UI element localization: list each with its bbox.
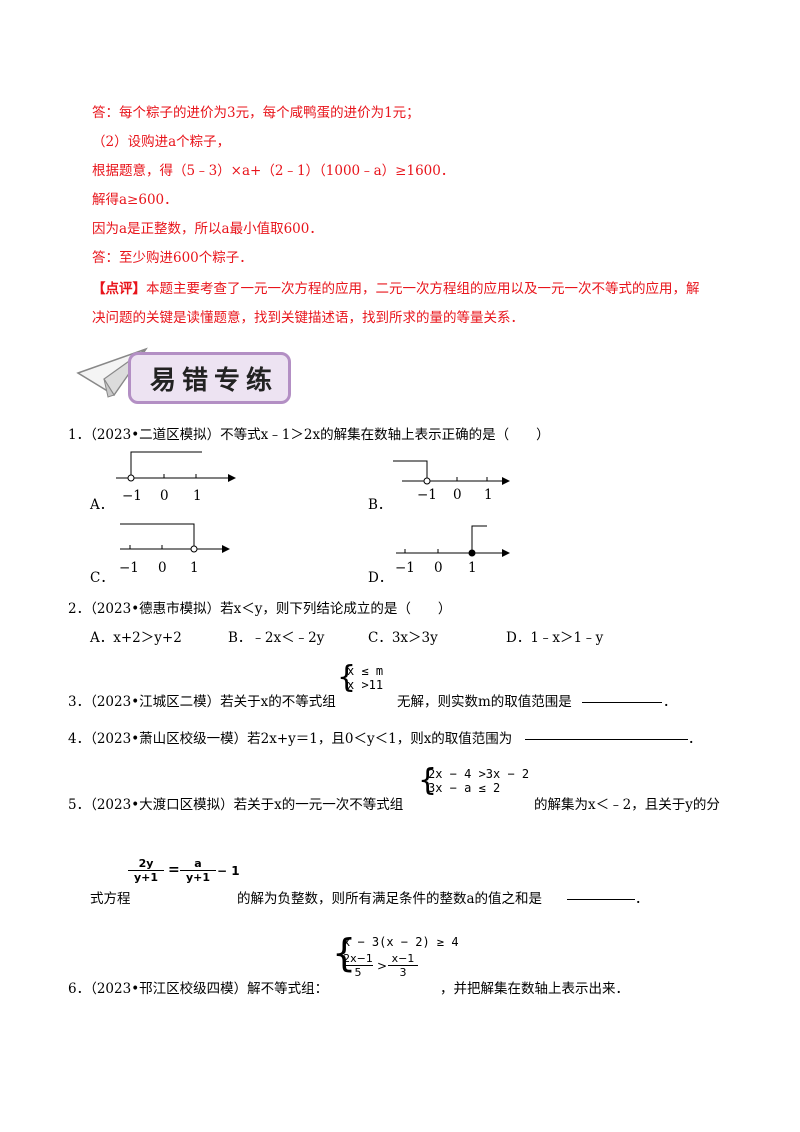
q2-optD: D．1﹣x＞1﹣y bbox=[506, 630, 604, 646]
q2-stem: 2．（2023•德惠市模拟）若x＜y，则下列结论成立的是（ ） bbox=[68, 601, 452, 617]
q2-optB: B．﹣2x＜﹣2y bbox=[228, 630, 325, 646]
q1-optC-numberline bbox=[120, 523, 230, 553]
q3-prefix: 3．（2023•江城区二模）若关于x的不等式组 bbox=[68, 694, 336, 710]
q5-line2-suffix: 的解为负整数，则所有满足条件的整数a的值之和是 bbox=[237, 891, 543, 907]
q1-optA-tick-1: 1 bbox=[193, 488, 202, 504]
q6-fraction-b: x−1 3 bbox=[388, 952, 418, 979]
q6-fraca-num: 2x−1 bbox=[343, 952, 373, 965]
q1-optB-tick-m1: −1 bbox=[417, 487, 437, 503]
q5-fraction-1: 2y y+1 bbox=[128, 857, 164, 884]
solution-line-1: 答：每个粽子的进价为3元，每个咸鸭蛋的进价为1元； bbox=[92, 105, 420, 121]
q1-optD-tick-m1: −1 bbox=[395, 560, 415, 576]
comment-text-1: 本题主要考查了一元一次方程的应用，二元一次方程组的应用以及一元一次不等式的应用，… bbox=[146, 281, 700, 297]
q5-minus-one: − 1 bbox=[217, 864, 240, 878]
q1-stem: 1．（2023•二道区模拟）不等式x﹣1＞2x的解集在数轴上表示正确的是（ ） bbox=[68, 427, 550, 443]
q2-optC: C．3x＞3y bbox=[368, 630, 438, 646]
q6-fraca-den: 5 bbox=[343, 965, 373, 979]
q2-optA: A．x+2＞y+2 bbox=[90, 630, 182, 646]
q6-fracb-num: x−1 bbox=[391, 952, 415, 965]
q1-optA-tick-m1: −1 bbox=[122, 488, 142, 504]
q5-brace: { bbox=[418, 763, 438, 798]
q1-optD-numberline bbox=[396, 525, 510, 557]
q3-end: ． bbox=[663, 694, 677, 710]
q3-answer-blank[interactable] bbox=[582, 690, 662, 703]
banner-title: 易错专练 bbox=[150, 366, 279, 396]
q1-optD-tick-1: 1 bbox=[468, 560, 477, 576]
q5-system: 2x − 4 >3x − 2 3x − a ≤ 2 bbox=[428, 767, 529, 795]
q5-suffix: 的解集为x＜﹣2，且关于y的分 bbox=[534, 797, 720, 813]
q1-optD-label: D． bbox=[368, 570, 393, 586]
q6-fracb-den: 3 bbox=[388, 965, 418, 979]
q3-brace: { bbox=[337, 660, 357, 695]
q5-sys-line-1: 2x − 4 >3x − 2 bbox=[428, 767, 530, 781]
q5-sys-line-2: 3x − a ≤ 2 bbox=[428, 781, 501, 795]
q1-optA-tick-0: 0 bbox=[160, 488, 169, 504]
q1-optC-tick-1: 1 bbox=[190, 560, 199, 576]
q3-sys-line-1: x ≤ m bbox=[347, 664, 384, 678]
solution-line-3: 根据题意，得（5﹣3）×a+（2﹣1）（1000﹣a）≥1600． bbox=[92, 163, 455, 179]
q4-answer-blank[interactable] bbox=[525, 727, 688, 740]
q5-fraction-2: a y+1 bbox=[180, 857, 216, 884]
q3-system: x ≤ m x >11 bbox=[347, 664, 383, 692]
q5-line2-prefix: 式方程 bbox=[90, 891, 131, 907]
q6-fraction-a: 2x−1 5 bbox=[343, 952, 373, 979]
q3-suffix: 无解，则实数m的取值范围是 bbox=[397, 694, 572, 710]
q5-end: ． bbox=[635, 891, 649, 907]
q1-optC-label: C． bbox=[90, 570, 114, 586]
solution-line-6: 答：至少购进600个粽子． bbox=[92, 250, 253, 266]
q3-sys-line-2: x >11 bbox=[347, 678, 384, 692]
q6-gt: > bbox=[377, 959, 388, 973]
q5-frac2-num: a bbox=[194, 857, 202, 870]
q6-suffix: ，并把解集在数轴上表示出来． bbox=[440, 981, 629, 997]
q1-optC-tick-m1: −1 bbox=[119, 560, 139, 576]
q5-frac2-den: y+1 bbox=[180, 870, 216, 884]
banner-box bbox=[128, 352, 291, 404]
q6-prefix: 6．（2023•邗江区校级四模）解不等式组： bbox=[68, 981, 329, 997]
q1-optB-tick-1: 1 bbox=[484, 487, 493, 503]
solution-line-5: 因为a是正整数，所以a最小值取600． bbox=[92, 221, 323, 237]
q1-optD-tick-0: 0 bbox=[434, 560, 443, 576]
q1-optC-tick-0: 0 bbox=[158, 560, 167, 576]
q1-optB-label: B． bbox=[368, 497, 392, 513]
solution-line-4: 解得a≥600． bbox=[92, 192, 178, 208]
solution-line-2: （2）设购进a个粽子， bbox=[92, 134, 231, 150]
q4-stem: 4．（2023•萧山区校级一模）若2x+y＝1，且0＜y＜1，则x的取值范围为 bbox=[68, 731, 513, 747]
q1-optA-numberline bbox=[116, 451, 236, 482]
q5-prefix: 5．（2023•大渡口区模拟）若关于x的一元一次不等式组 bbox=[68, 797, 404, 813]
q5-answer-blank[interactable] bbox=[567, 887, 635, 900]
q1-optB-tick-0: 0 bbox=[453, 487, 462, 503]
comment-line-2: 决问题的关键是读懂题意，找到关键描述语，找到所求的量的等量关系． bbox=[92, 310, 524, 326]
q6-sys-line-1: x − 3(x − 2) ≥ 4 bbox=[343, 935, 459, 949]
q1-optA-label: A． bbox=[90, 497, 114, 513]
q5-frac1-num: 2y bbox=[138, 857, 154, 870]
q5-equals: = bbox=[168, 862, 180, 878]
q4-end: ． bbox=[688, 731, 702, 747]
comment-tag: 【点评】 bbox=[92, 281, 146, 297]
q1-optB-numberline bbox=[393, 460, 510, 485]
comment-line-1: 【点评】本题主要考查了一元一次方程的应用，二元一次方程组的应用以及一元一次不等式… bbox=[92, 277, 700, 297]
q5-frac1-den: y+1 bbox=[128, 870, 164, 884]
